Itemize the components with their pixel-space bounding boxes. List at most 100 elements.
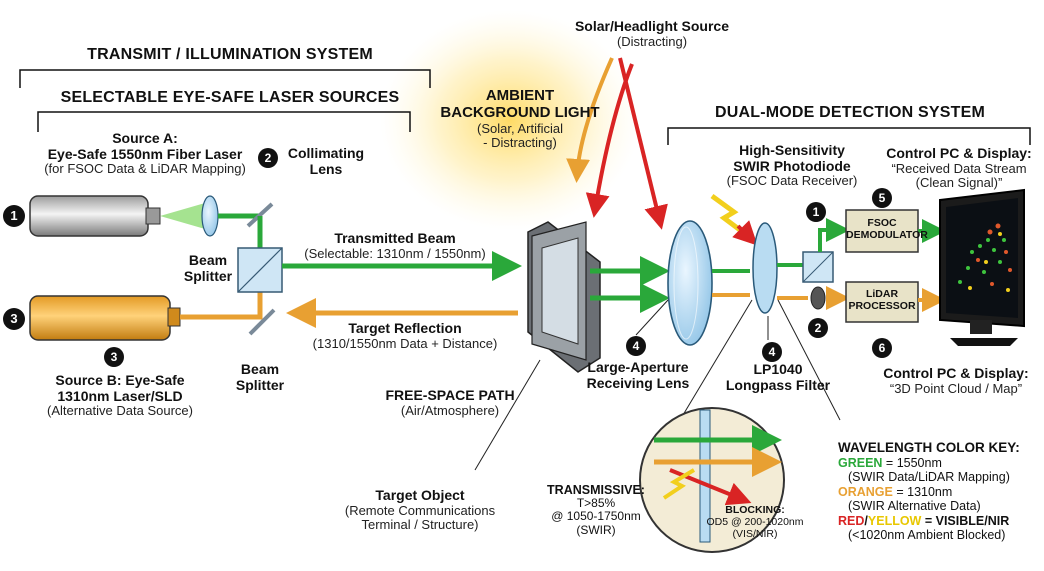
fsoc-demodulator-box: [845, 209, 919, 253]
filter-l2: Longpass Filter: [725, 376, 831, 393]
target-object-label: Target Object (Remote Communications Ter…: [320, 487, 520, 533]
source-a-l3: (for FSOC Data & LiDAR Mapping): [44, 161, 246, 177]
mirror-top: [246, 202, 274, 228]
wavelength-color-key: WAVELENGTH COLOR KEY: GREEN = 1550nm (SW…: [838, 440, 1020, 543]
key-red-rest: = VISIBLE/NIR: [921, 513, 1010, 528]
source-b-l2: 1310nm Laser/SLD: [57, 387, 183, 404]
transmitted-beam-label: Transmitted Beam (Selectable: 1310nm / 1…: [290, 230, 500, 261]
transmissive-l4: (SWIR): [576, 522, 616, 537]
free-space-label: FREE-SPACE PATH (Air/Atmosphere): [370, 387, 530, 418]
lidar-processor-box: [845, 281, 919, 323]
filter-l1: LP1040: [753, 361, 803, 377]
pc-top-l3: (Clean Signal)”: [915, 175, 1003, 191]
key-orange-word: ORANGE: [838, 484, 893, 499]
free-space-l2: (Air/Atmosphere): [400, 402, 500, 418]
fsoc-demodulator-label: FSOC DEMODULATOR: [846, 217, 928, 242]
display-monitor: [939, 188, 1025, 346]
solar-l2: (Distracting): [616, 33, 688, 49]
transmitted-l1: Transmitted Beam: [334, 230, 456, 246]
fsoc-l2: DEMODULATOR: [846, 228, 928, 241]
solar-ray-2: [566, 57, 614, 183]
marker-detector-2: 2: [808, 318, 828, 338]
pc-bottom-l2: “3D Point Cloud / Map”: [889, 380, 1023, 396]
source-a-l2: Eye-Safe 1550nm Fiber Laser: [47, 145, 243, 162]
rx-lens-label: Large-Aperture Receiving Lens: [568, 359, 708, 391]
beam-splitter-label-1: Beam Splitter: [178, 252, 238, 284]
detection-title: DUAL-MODE DETECTION SYSTEM: [714, 104, 986, 121]
collimating-l1: Collimating: [287, 145, 365, 161]
lidar-l1: LiDAR: [865, 288, 899, 300]
laser-a-cone: [160, 203, 205, 229]
key-red-sub: (<1020nm Ambient Blocked): [848, 528, 1006, 543]
collimating-lens: [201, 195, 219, 237]
lidar-processor-label: LiDAR PROCESSOR: [846, 288, 918, 313]
filter-inset: [639, 407, 785, 553]
key-yellow-word: YELLOW: [867, 513, 922, 528]
transmitted-l2: (Selectable: 1310nm / 1550nm): [304, 245, 486, 261]
source-a-l1: Source A:: [112, 130, 178, 146]
blocking-l3: (VIS/NIR): [732, 527, 778, 540]
solar-ray-3: [618, 57, 668, 230]
marker-collimating: 2: [258, 148, 278, 168]
receiving-lens: [667, 220, 713, 346]
key-orange-row: ORANGE = 1310nm: [838, 485, 1020, 500]
target-l2: (Remote Communications: [344, 502, 496, 518]
photodiode-l2: SWIR Photodiode: [733, 157, 851, 174]
key-red-word: RED: [838, 513, 865, 528]
transmissive-l1: TRANSMISSIVE:: [547, 483, 645, 497]
ambient-l4: - Distracting): [483, 135, 557, 151]
transmit-bracket: [19, 69, 431, 88]
marker-source-b: 3: [3, 308, 25, 330]
solar-source-label: Solar/Headlight Source (Distracting): [562, 18, 742, 49]
laser-source-a: [29, 195, 205, 237]
ambient-light-label: AMBIENT BACKGROUND LIGHT (Solar, Artific…: [440, 87, 600, 151]
transmissive-l2: T>85%: [576, 496, 616, 510]
key-orange-rest: = 1310nm: [892, 484, 953, 499]
bs2-l2: Splitter: [235, 376, 285, 393]
inset-leader-1: [679, 299, 753, 421]
fsoc-l1: FSOC: [867, 217, 897, 229]
ambient-l2: BACKGROUND LIGHT: [440, 103, 600, 121]
filter-label: LP1040 Longpass Filter: [718, 361, 838, 393]
longpass-filter: [752, 222, 778, 314]
pc-top-l1: Control PC & Display:: [886, 145, 1032, 161]
free-space-l1: FREE-SPACE PATH: [385, 387, 515, 403]
source-b-label: Source B: Eye-Safe 1310nm Laser/SLD (Alt…: [10, 372, 230, 419]
photodiode-label: High-Sensitivity SWIR Photodiode (FSOC D…: [712, 142, 872, 189]
transmit-system-title: TRANSMIT / ILLUMINATION SYSTEM: [87, 46, 373, 63]
marker-pc-top: 5: [872, 188, 892, 208]
transmissive-l3: @ 1050-1750nm: [551, 509, 641, 524]
key-red-row: RED/YELLOW = VISIBLE/NIR: [838, 514, 1020, 529]
marker-detector-1: 1: [806, 202, 826, 222]
swir-photodiode-cube: [802, 251, 834, 283]
detection-bracket: [667, 127, 1031, 145]
laser-source-b: [29, 295, 181, 341]
marker-filter: 4: [762, 342, 782, 362]
key-green-word: GREEN: [838, 455, 883, 470]
beam-splitter-cube: [237, 247, 283, 293]
mirror-bottom: [248, 308, 276, 336]
pc-top-label: Control PC & Display: “Received Data Str…: [874, 145, 1044, 191]
photodiode-l1: High-Sensitivity: [739, 142, 845, 158]
target-object-panel: [527, 221, 601, 373]
lidar-detector: [810, 286, 826, 310]
pc-bottom-label: Control PC & Display: “3D Point Cloud / …: [872, 365, 1040, 396]
reflection-l2: (1310/1550nm Data + Distance): [312, 335, 498, 351]
marker-source-b-label: 3: [104, 347, 124, 367]
rx-lens-l1: Large-Aperture: [587, 359, 689, 375]
photodiode-l3: (FSOC Data Receiver): [726, 173, 858, 189]
inset-leader-2: [777, 299, 841, 421]
reflection-l1: Target Reflection: [348, 320, 462, 336]
solar-ray-1: [585, 63, 634, 218]
collimating-l2: Lens: [309, 160, 343, 177]
blocking-l1: BLOCKING:: [725, 504, 785, 516]
point-cloud-render: [958, 238, 1006, 284]
marker-pc-bottom: 6: [872, 338, 892, 358]
source-a-label: Source A: Eye-Safe 1550nm Fiber Laser (f…: [20, 130, 270, 177]
key-orange-sub: (SWIR Alternative Data): [848, 499, 981, 514]
source-b-l3: (Alternative Data Source): [47, 403, 193, 419]
blocking-label: BLOCKING: OD5 @ 200-1020nm (VIS/NIR): [700, 504, 810, 540]
key-green-row: GREEN = 1550nm: [838, 456, 1020, 471]
marker-source-a: 1: [3, 205, 25, 227]
